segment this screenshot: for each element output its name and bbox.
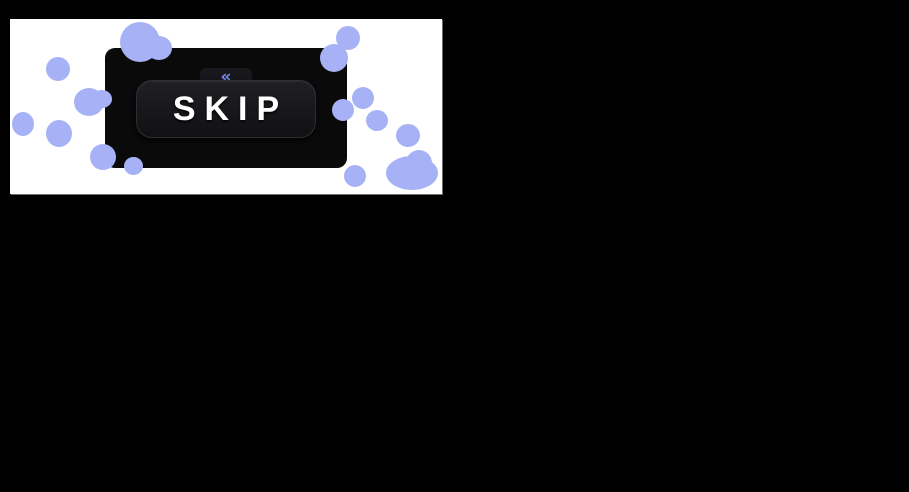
paint-blob — [352, 87, 374, 109]
paint-blob — [406, 150, 432, 176]
double-chevron-left-icon: « — [220, 67, 232, 87]
paint-blob — [12, 112, 34, 136]
paint-blob — [386, 156, 438, 190]
paint-blob — [344, 165, 366, 187]
paint-blob — [46, 57, 70, 81]
game-panel: « SKIP — [10, 19, 442, 194]
paint-blob — [336, 26, 360, 50]
paint-blob — [74, 88, 104, 116]
paint-blob — [396, 124, 420, 147]
skip-card: « SKIP — [105, 48, 347, 168]
paint-blob — [366, 110, 388, 131]
skip-button-label: SKIP — [172, 89, 289, 128]
skip-button[interactable]: SKIP — [136, 80, 316, 138]
paint-blob — [46, 120, 72, 147]
